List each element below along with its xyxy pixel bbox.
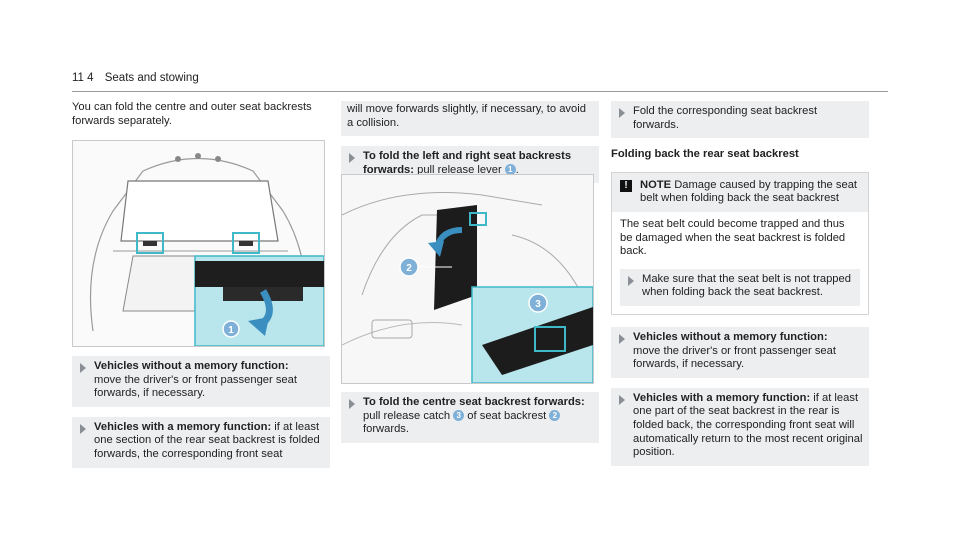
step-arrow-icon [349,153,355,164]
step-text: Fold the corresponding seat backrest for… [633,105,818,131]
page-number: 11 4 [72,72,94,84]
step-bold: To fold the centre seat backrest forward… [363,396,585,408]
step-text: pull release lever [417,163,502,176]
trunk-figure: 1 [72,140,325,347]
step-no-memory: Vehicles without a memory function: move… [72,356,330,407]
section-title: Seats and stowing [104,72,199,84]
step-arrow-icon [628,275,634,286]
step-text: pull release catch [363,409,451,422]
section-heading: Folding back the rear seat backrest [611,148,799,161]
step-arrow-icon [619,333,625,344]
trunk-illustration: 1 [73,141,324,346]
callout-number: 2 [406,263,412,274]
header-divider [72,91,888,92]
step-text: move the driver's or front passenger sea… [633,344,836,371]
callout-badge: 2 [549,409,561,421]
step-text: forwards. [363,423,410,436]
note-step: Make sure that the seat belt is not trap… [620,268,860,306]
callout-number: 1 [228,325,234,336]
step-text: Make sure that the seat belt is not trap… [642,272,851,299]
column-3: Fold the corresponding seat backrest for… [611,101,869,466]
step-text: of seat backrest [467,409,547,422]
step-fold-centre: To fold the centre seat backrest forward… [341,392,599,443]
step-fold-backrest: Fold the corresponding seat backrest for… [611,101,869,139]
step-bold: Vehicles without a memory function: [633,330,828,343]
callout-number: 3 [535,299,541,310]
warning-icon: ! [620,179,632,192]
column-2-steps: To fold the centre seat backrest forward… [341,392,599,443]
continued-text: will move forwards slightly, if necessar… [347,103,586,129]
note-text: The seat belt could become trapped and t… [620,217,846,258]
step-with-memory: Vehicles with a memory function: if at l… [72,416,330,468]
step-bold: Vehicles with a memory function: [94,420,272,433]
note-header: ! NOTE Damage caused by trapping the sea… [612,172,868,212]
seat-figure: 2 3 [341,174,594,384]
step-bold: Vehicles with a memory function: [633,391,811,404]
step-no-memory-back: Vehicles without a memory function: move… [611,326,869,378]
step-text: if at least one section of the rear seat… [94,420,320,460]
continued-step: will move forwards slightly, if necessar… [341,101,599,137]
step-with-memory-back: Vehicles with a memory function: if at l… [611,387,869,466]
column-1-steps: Vehicles without a memory function: move… [72,356,330,468]
page-header: 11 4 Seats and stowing [72,72,199,84]
intro-text: You can fold the centre and outer seat b… [72,101,312,127]
step-arrow-icon [80,363,86,373]
step-arrow-icon [619,394,625,405]
note-label: NOTE [640,178,672,191]
step-arrow-icon [619,108,625,118]
note-box: ! NOTE Damage caused by trapping the sea… [611,171,869,315]
step-bold: To fold the left and right seat backrest… [363,150,572,176]
step-text: if at least one part of the seat backres… [633,391,863,459]
step-text: move the driver's or front passenger sea… [94,373,297,400]
step-arrow-icon [349,399,355,409]
seat-illustration: 2 3 [342,175,593,383]
callout-badge: 3 [453,409,465,421]
step-arrow-icon [80,423,86,434]
column-2: will move forwards slightly, if necessar… [341,101,599,184]
note-title: Damage caused by trapping the seat belt … [640,178,858,205]
callout-badge: 1 [504,163,516,175]
column-1: You can fold the centre and outer seat b… [72,101,330,128]
step-bold: Vehicles without a memory function: [94,360,289,372]
note-body: The seat belt could become trapped and t… [612,212,868,314]
